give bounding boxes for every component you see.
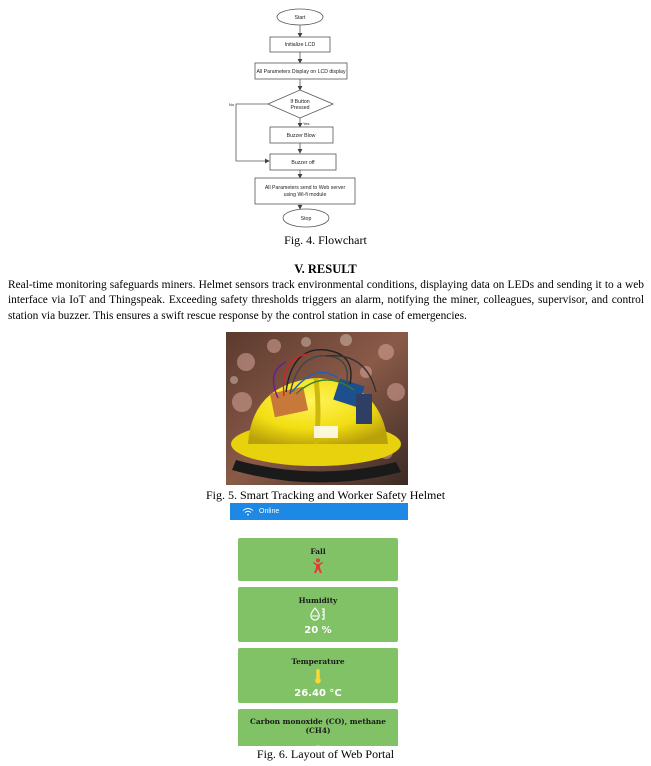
init-lcd-label: Initialize LCD <box>285 42 316 48</box>
gas-card: Carbon monoxide (CO), methane (CH4) <box>238 709 398 746</box>
section-heading: V. RESULT <box>294 262 357 276</box>
stop-node <box>282 208 330 228</box>
buzzer-off-node <box>269 153 337 171</box>
buzzer-blow-node <box>269 126 334 144</box>
gas-icon <box>315 745 321 746</box>
start-node <box>276 8 324 26</box>
flowchart-diagram: Start Initialize LCD All Parameters Disp… <box>229 8 356 228</box>
decision-label-line2: Pressed <box>290 105 309 111</box>
result-paragraph: Real-time monitoring safeguards miners. … <box>8 279 644 322</box>
fig4-caption: Fig. 4. Flowchart <box>284 233 367 247</box>
decision-node <box>267 89 335 119</box>
humidity-card-title: Humidity <box>298 596 338 605</box>
humidity-card: Humidity 20 % <box>238 587 398 642</box>
helmet-photo <box>226 332 408 485</box>
wifi-icon <box>242 508 254 516</box>
display-label: All Parameters Display on LCD display <box>256 69 345 75</box>
thermometer-icon <box>315 669 321 684</box>
display-node <box>254 62 348 80</box>
web-portal-screenshot: Online Fall Humidity 20 % Temperature 26… <box>230 503 408 746</box>
person-fall-icon <box>313 558 323 573</box>
no-edge-label: No <box>229 102 235 107</box>
send-label-line2: using Wi-fi module <box>284 192 327 198</box>
fall-card: Fall <box>238 538 398 581</box>
fig6-caption: Fig. 6. Layout of Web Portal <box>256 747 395 761</box>
fig5-caption: Fig. 5. Smart Tracking and Worker Safety… <box>205 488 446 502</box>
start-label: Start <box>295 15 307 21</box>
fall-card-title: Fall <box>310 547 326 556</box>
decision-label-line1: If Button <box>290 99 309 105</box>
stop-label: Stop <box>301 216 312 222</box>
buzzer-off-label: Buzzer off <box>291 160 315 166</box>
init-lcd-node <box>269 36 331 53</box>
humidity-icon <box>310 607 325 621</box>
connection-status: Online <box>259 508 280 515</box>
buzzer-blow-label: Buzzer Blow <box>287 133 316 139</box>
yes-edge-label: Yes <box>303 121 310 126</box>
send-label-line1: All Parameters send to Web server <box>265 185 346 191</box>
portal-topbar: Online <box>230 503 408 520</box>
humidity-value: 20 % <box>304 625 332 636</box>
gas-card-title: Carbon monoxide (CO), methane (CH4) <box>250 717 386 735</box>
temperature-value: 26.40 °C <box>294 688 342 699</box>
temperature-card: Temperature 26.40 °C <box>238 648 398 703</box>
temperature-card-title: Temperature <box>291 657 345 666</box>
send-node <box>254 177 356 205</box>
